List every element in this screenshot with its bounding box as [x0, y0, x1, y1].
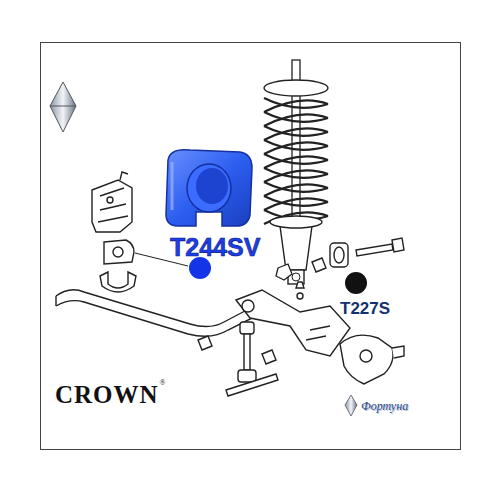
coil-winding	[264, 98, 328, 112]
coil-winding	[264, 196, 328, 210]
coil-winding	[264, 112, 328, 126]
stabilizer-bar	[56, 290, 264, 337]
mount-bracket	[92, 172, 132, 232]
brand-name: CROWN	[55, 381, 159, 409]
fortuna-logo	[345, 395, 357, 416]
nut	[276, 264, 292, 280]
stabilizer-bushing	[166, 150, 252, 226]
coil-winding	[264, 126, 328, 140]
brand-name: Фортуна	[361, 399, 408, 414]
stabilizer-link	[198, 322, 278, 396]
coil-winding	[264, 182, 328, 196]
strut-spring	[264, 60, 328, 284]
part-number: T227S	[340, 299, 390, 319]
coil-winding	[264, 168, 328, 182]
bushing-small	[100, 240, 136, 292]
coil-winding	[264, 140, 328, 154]
coil-winding	[264, 154, 328, 168]
callout-dot	[345, 272, 367, 294]
control-arm	[236, 282, 350, 356]
frame	[41, 43, 461, 450]
brand-logo	[50, 82, 76, 132]
steering-knuckle	[340, 335, 404, 384]
part-number: T244SV	[170, 233, 260, 262]
trademark-sign: ®	[160, 378, 166, 387]
arm-bushing	[312, 238, 404, 272]
